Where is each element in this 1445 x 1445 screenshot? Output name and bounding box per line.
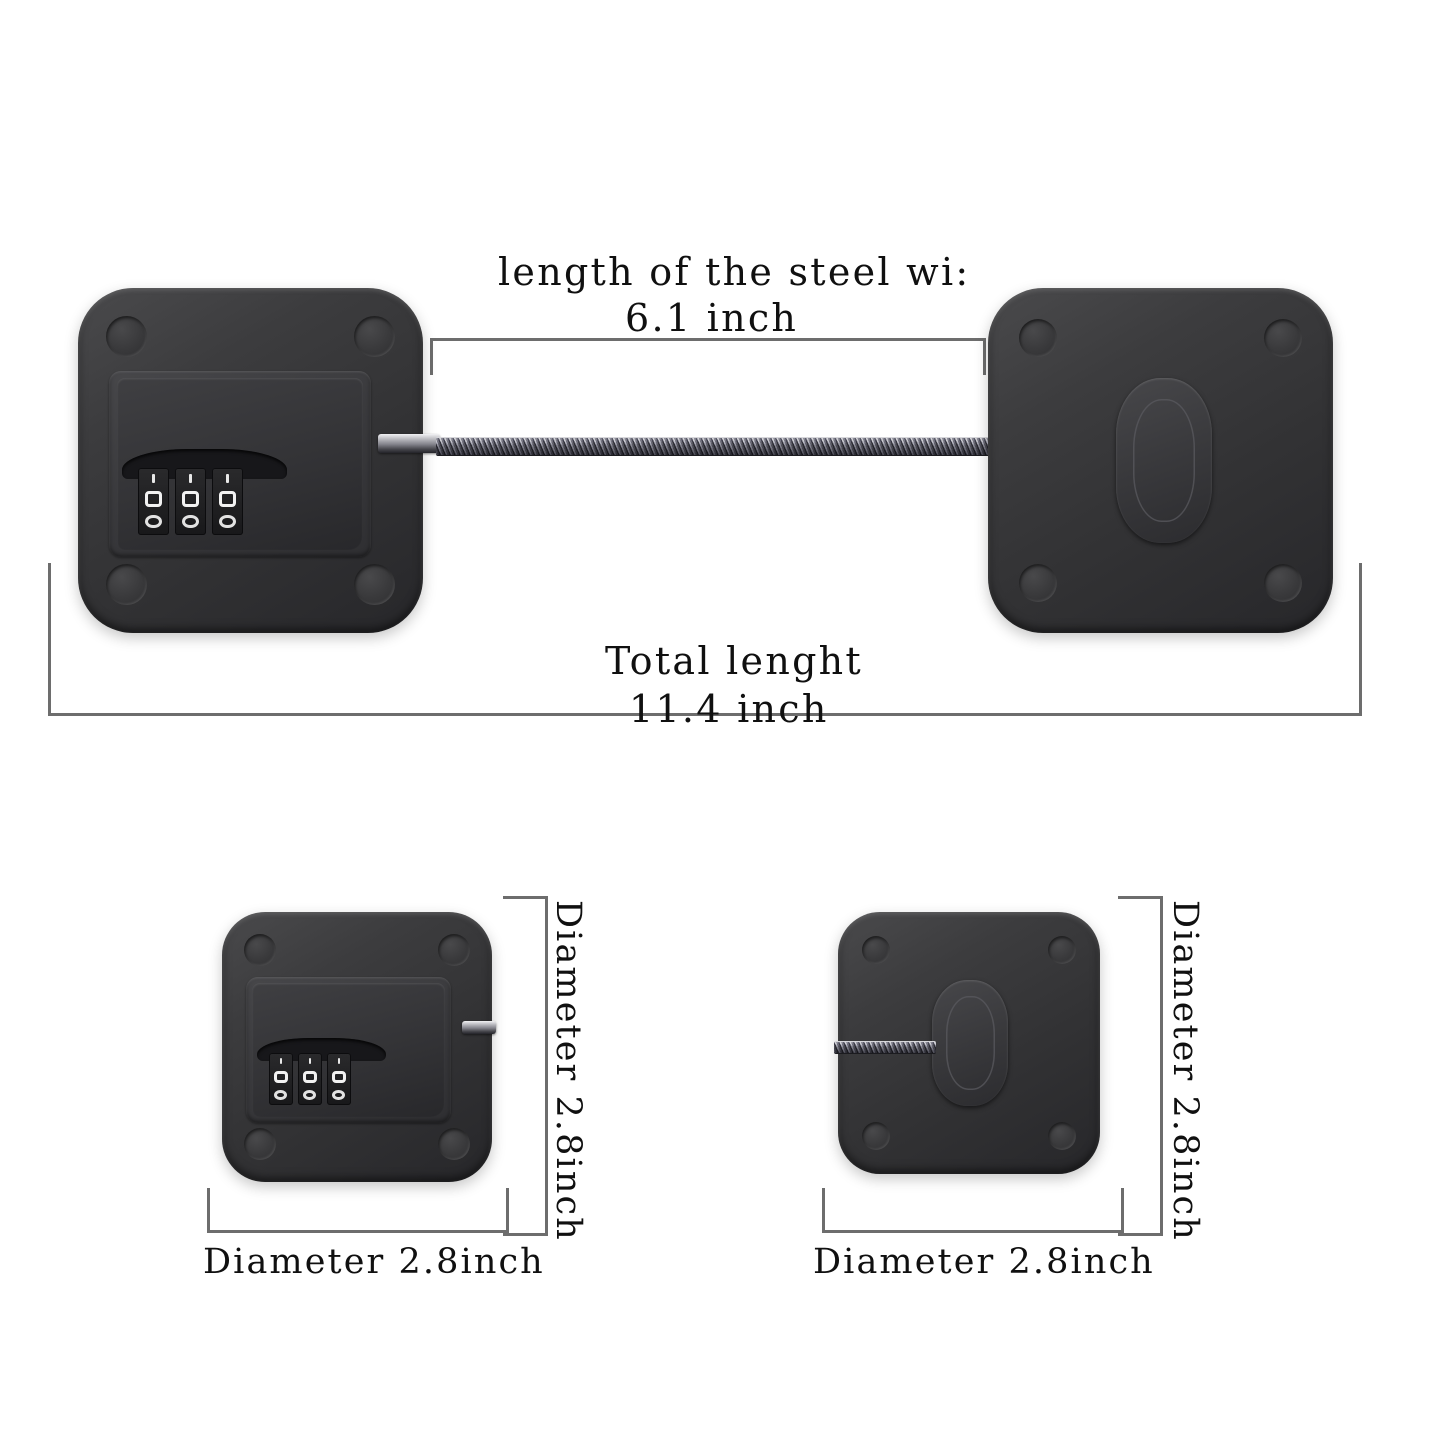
detail-dial-2-digit-window [303, 1070, 317, 1084]
detail-dial-1-tick [279, 1057, 282, 1065]
screw-dimple-bottom-left [105, 564, 147, 606]
dial-2[interactable] [174, 467, 206, 535]
detail-dial-3-tick [337, 1057, 340, 1065]
detail-dial-2-next-digit [303, 1089, 317, 1101]
wire-length-value: 6.1 inch [625, 296, 799, 340]
detail-anchor-dimple-bottom-left [861, 1121, 891, 1151]
dial-1[interactable] [137, 467, 169, 535]
detail-combination-dials[interactable] [268, 1052, 351, 1106]
anchor-screw-dimple-top-left [1019, 319, 1057, 357]
bottom-left-width-bracket [207, 1188, 509, 1233]
dial-3-tick [225, 473, 229, 483]
bottom-left-height-bracket [503, 896, 548, 1236]
anchor-pad-unit-main [988, 283, 1333, 639]
oval-anchor-inner-ring [1133, 399, 1195, 522]
screw-dimple-top-right [354, 315, 396, 357]
cable-ferrule-detail [462, 1021, 496, 1034]
detail-oval-anchor-boss [932, 980, 1009, 1106]
detail-screw-dimple-top-right [438, 933, 471, 966]
bottom-left-height-label: Diameter 2.8inch [548, 900, 588, 1242]
bottom-right-width-bracket [822, 1188, 1124, 1233]
detail-dial-1[interactable] [268, 1052, 293, 1106]
screw-dimple-top-left [105, 315, 147, 357]
combination-lock-unit-detail [222, 907, 492, 1188]
dial-2-tick [188, 473, 192, 483]
detail-screw-dimple-bottom-left [243, 1128, 276, 1161]
detail-dial-3[interactable] [326, 1052, 351, 1106]
detail-dial-2[interactable] [297, 1052, 322, 1106]
dial-1-next-digit [144, 514, 162, 529]
dial-1-digit-window [144, 490, 162, 507]
detail-dial-3-digit-window [332, 1070, 346, 1084]
detail-anchor-dimple-top-right [1047, 935, 1077, 965]
detail-anchor-dimple-top-left [861, 935, 891, 965]
detail-screw-dimple-top-left [243, 933, 276, 966]
detail-oval-anchor-inner-ring [946, 996, 995, 1089]
dial-1-tick [151, 473, 155, 483]
combination-dials[interactable] [137, 467, 243, 535]
lock-face-plate [109, 370, 372, 558]
steel-cable-detail [834, 1041, 936, 1054]
detail-dial-3-next-digit [332, 1089, 346, 1101]
dial-2-next-digit [182, 514, 199, 529]
anchor-screw-dimple-top-right [1264, 319, 1302, 357]
dial-3-digit-window [218, 490, 236, 507]
anchor-screw-dimple-bottom-left [1019, 564, 1057, 602]
bottom-left-width-label: Diameter 2.8inch [203, 1242, 545, 1282]
screw-dimple-bottom-right [354, 564, 396, 606]
total-length-bracket [48, 563, 1362, 716]
cable-ferrule-main [378, 434, 440, 453]
combination-lock-unit-main [78, 283, 423, 639]
total-length-value: 11.4 inch [629, 687, 829, 731]
detail-lock-face-plate [246, 976, 452, 1123]
dial-3[interactable] [211, 467, 243, 535]
detail-screw-dimple-bottom-right [438, 1128, 471, 1161]
bottom-right-width-label: Diameter 2.8inch [813, 1242, 1155, 1282]
steel-cable-main [436, 437, 1136, 456]
bottom-right-height-label: Diameter 2.8inch [1165, 900, 1205, 1242]
bottom-right-height-bracket [1118, 896, 1163, 1236]
wire-length-label: length of the steel wi: [498, 250, 971, 294]
oval-anchor-boss [1115, 377, 1213, 544]
detail-dial-1-next-digit [274, 1089, 288, 1101]
wire-length-bracket [430, 338, 986, 375]
detail-anchor-dimple-bottom-right [1047, 1121, 1077, 1151]
anchor-screw-dimple-bottom-right [1264, 564, 1302, 602]
detail-dial-1-digit-window [274, 1070, 288, 1084]
dial-2-digit-window [181, 490, 199, 507]
detail-dial-2-tick [308, 1057, 311, 1065]
dial-3-next-digit [219, 514, 236, 529]
total-length-label: Total lenght [605, 639, 863, 683]
